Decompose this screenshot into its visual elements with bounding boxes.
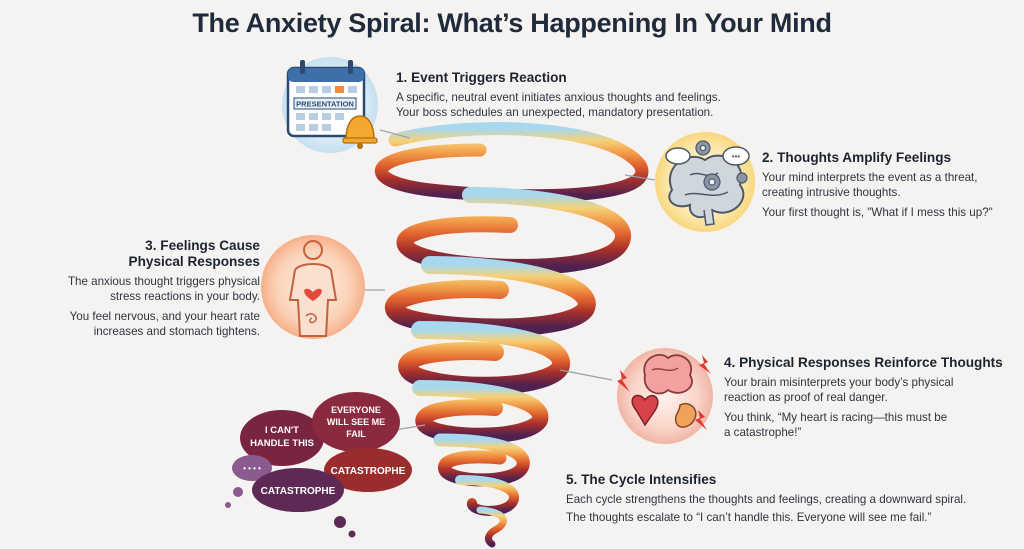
step-3-line: The anxious thought triggers physical: [67, 275, 260, 288]
step-1-line: A specific, neutral event initiates anxi…: [396, 91, 721, 104]
step-4: 4. Physical Responses Reinforce Thoughts…: [724, 355, 1019, 445]
thought-bubble-5: [232, 455, 272, 481]
body-heart-icon: [261, 235, 365, 339]
bell-icon: [342, 115, 378, 149]
step-2-line: Your first thought is, "What if I mess t…: [762, 206, 993, 219]
step-4-line: reaction as proof of real danger.: [724, 391, 888, 404]
step-3-line: stress reactions in your body.: [110, 290, 260, 303]
step-4-line: Your brain misinterprets your body’s phy…: [724, 376, 954, 389]
step-1: 1. Event Triggers Reaction A specific, n…: [396, 70, 756, 125]
brain-heart-stomach-icon: [617, 348, 713, 444]
calendar-label: PRESENTATION: [296, 100, 354, 109]
thought-bubble-1: [240, 410, 324, 466]
step-3-line: You feel nervous, and your heart rate: [69, 310, 260, 323]
step-2: 2. Thoughts Amplify Feelings Your mind i…: [762, 150, 1017, 225]
thought-bubble-2: [312, 392, 400, 452]
spiral-funnel: [375, 122, 649, 548]
negative-thought-bubbles: I CAN'T HANDLE THIS EVERYONE WILL SEE ME…: [225, 392, 412, 538]
page-title: The Anxiety Spiral: What’s Happening In …: [192, 8, 832, 38]
step-2-line: Your mind interprets the event as a thre…: [762, 171, 978, 184]
bubble-1-line-2: HANDLE THIS: [250, 438, 314, 449]
lightning-icon: [617, 355, 711, 430]
calendar-icon: PRESENTATION: [282, 57, 378, 153]
step-2-heading: 2. Thoughts Amplify Feelings: [762, 150, 952, 165]
bubble-3-text: CATASTROPHE: [331, 466, 406, 477]
step-2-line: creating intrusive thoughts.: [762, 186, 901, 199]
bubble-2-line-2: WILL SEE ME: [327, 417, 385, 427]
step-3-heading: Physical Responses: [128, 254, 260, 269]
bubble-1-line-1: I CAN'T: [265, 425, 299, 436]
step-4-line: a catastrophe!”: [724, 426, 802, 439]
bubble-5-text: • • • •: [243, 464, 261, 473]
step-3: 3. Feelings Cause Physical Responses The…: [36, 238, 260, 344]
step-5-heading: 5. The Cycle Intensifies: [566, 472, 717, 487]
gear-icon: [695, 140, 748, 191]
brain-gears-icon: •••: [655, 132, 755, 232]
step-4-line: You think, “My heart is racing—this must…: [724, 411, 948, 424]
thought-bubble-3: [324, 448, 412, 492]
step-1-line: Your boss schedules an unexpected, manda…: [396, 106, 714, 119]
step-4-heading: 4. Physical Responses Reinforce Thoughts: [724, 355, 1003, 370]
step-1-heading: 1. Event Triggers Reaction: [396, 70, 567, 85]
step-3-heading: 3. Feelings Cause: [145, 238, 260, 253]
step-3-line: increases and stomach tightens.: [93, 325, 260, 338]
thought-bubble-4: [252, 468, 344, 512]
bubble-2-line-1: EVERYONE: [331, 405, 381, 415]
svg-text:•••: •••: [732, 152, 741, 161]
step-5: 5. The Cycle Intensifies Each cycle stre…: [566, 472, 1016, 530]
step-5-line: The thoughts escalate to “I can’t handle…: [566, 511, 932, 524]
bubble-4-text: CATASTROPHE: [261, 486, 336, 497]
step-5-line: Each cycle strengthens the thoughts and …: [566, 493, 967, 506]
bubble-2-line-3: FAIL: [346, 429, 366, 439]
thought-bubble-icon: •••: [665, 146, 750, 166]
